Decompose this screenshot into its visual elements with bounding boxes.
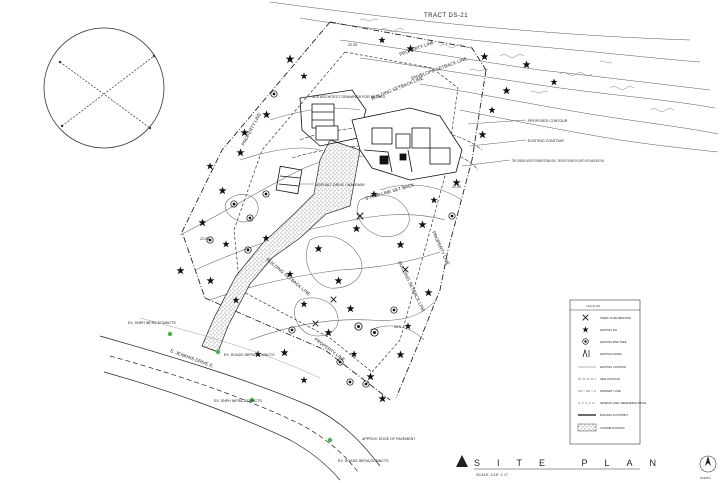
proposed-contour-label: PROPOSED CONTOUR — [528, 119, 568, 123]
easement-label-1: EX. SNPH INFRA-DCMNCTS — [128, 321, 176, 325]
property-line-right-label: PROPERTY LINE — [431, 230, 450, 265]
top-woodland-texture — [269, 1, 719, 153]
svg-text:TREES TO BE REMOVED: TREES TO BE REMOVED — [600, 316, 631, 320]
title-block: SITE PLAN SCALE: 1/16" 1'-0" — [456, 455, 673, 477]
legend-item-trees-removed: TREES TO BE REMOVED — [582, 314, 631, 321]
property-line-left-label: PROPERTY LINE — [240, 112, 262, 147]
legend-item-existing-contour: EXISTING CONTOUR — [578, 365, 626, 369]
legend: L E G E N D TREES TO BE REMOVED EXISTING… — [569, 299, 646, 445]
easement-label-3: EX. SNPH INFRA-DCMNCTS — [214, 399, 262, 403]
leader-lines — [300, 119, 527, 185]
legend-item-aspen: EXISTING ASPEN — [582, 348, 622, 358]
legend-item-concrete-paving: CONCRETE PAVING — [577, 423, 625, 432]
svg-text:EXISTING CONTOUR: EXISTING CONTOUR — [600, 365, 626, 369]
sheet-title: SITE PLAN — [474, 458, 673, 468]
scale-text: SCALE: 1/16" 1'-0" — [476, 473, 509, 477]
legend-item-existing-fir: EXISTING FIR — [582, 326, 617, 333]
building-setback-line — [233, 51, 459, 373]
svg-text:BUILDING FOOTPRINT: BUILDING FOOTPRINT — [600, 413, 628, 417]
svg-text:PROPERTY LINE: PROPERTY LINE — [600, 389, 621, 393]
dim-right: 22.05 — [452, 185, 461, 189]
easement-label-2: EX. ROADS INFRA-DCMNCTS — [224, 353, 275, 357]
legend-item-property-line: PROPERTY LINE — [578, 389, 621, 393]
property-line-bottom-label: PROPERTY LINE — [313, 337, 346, 363]
existing-contour-label: EXISTING CONTOUR — [528, 139, 564, 143]
legend-header: L E G E N D — [586, 304, 600, 308]
legend-item-new-contour: NEW CONTOUR — [578, 377, 620, 381]
property-boundary — [181, 21, 487, 401]
svg-text:EXISTING ASPEN: EXISTING ASPEN — [600, 352, 622, 356]
road — [99, 317, 381, 481]
existing-fir-trees — [176, 36, 558, 403]
asphalt-drive-label: ASPHALT DRIVE / WALKWAY — [316, 183, 365, 187]
tree-clearing-note: TREE CLEARING LIMITED TO FIREWISE SETBAC… — [512, 159, 604, 163]
legend-item-pine-tree: EXISTING PINE TREE — [582, 338, 627, 345]
north-arrow: NORTH — [699, 455, 717, 480]
svg-text:EXISTING FIR: EXISTING FIR — [600, 328, 617, 332]
tract-label: TRACT DS-21 — [424, 13, 468, 19]
fire-setback-label: 5' FIRE LINE SET BACK — [365, 182, 416, 201]
property-line-top-label: PROPERTY LINE — [399, 40, 435, 57]
svg-text:CONCRETE PAVING: CONCRETE PAVING — [600, 426, 625, 430]
legend-item-building-footprint: BUILDING FOOTPRINT — [578, 413, 628, 417]
pavement-note: APPROX. EDGE OF PAVEMENT — [362, 437, 416, 441]
building-setback-bottom-label: BUILDING SETBACK LINE — [265, 257, 311, 297]
easement-label-4: EX. ROADS INFRA-DCMNCTS — [338, 459, 389, 463]
house-footprint — [275, 89, 463, 195]
house-note: SEE ARCHITECT DRAWINGS FOR DETAILS — [312, 95, 386, 99]
north-label: NORTH — [700, 476, 711, 480]
dim-bottom: 20.0 — [394, 325, 401, 329]
compass-rose — [43, 27, 165, 149]
legend-item-setback-line: SETBACK LINE / DEFENSIBLE SPACE — [578, 401, 646, 405]
dim-left: 22.05 — [200, 237, 209, 241]
survey-markers — [167, 331, 333, 443]
svg-text:SETBACK LINE / DEFENSIBLE SPAC: SETBACK LINE / DEFENSIBLE SPACE — [600, 401, 646, 405]
building-setback-right-label: BUILDING SETBACK LINE — [397, 260, 426, 312]
dim-top: 22.05 — [348, 43, 357, 47]
svg-text:EXISTING PINE TREE: EXISTING PINE TREE — [600, 340, 627, 344]
svg-text:NEW CONTOUR: NEW CONTOUR — [600, 377, 620, 381]
